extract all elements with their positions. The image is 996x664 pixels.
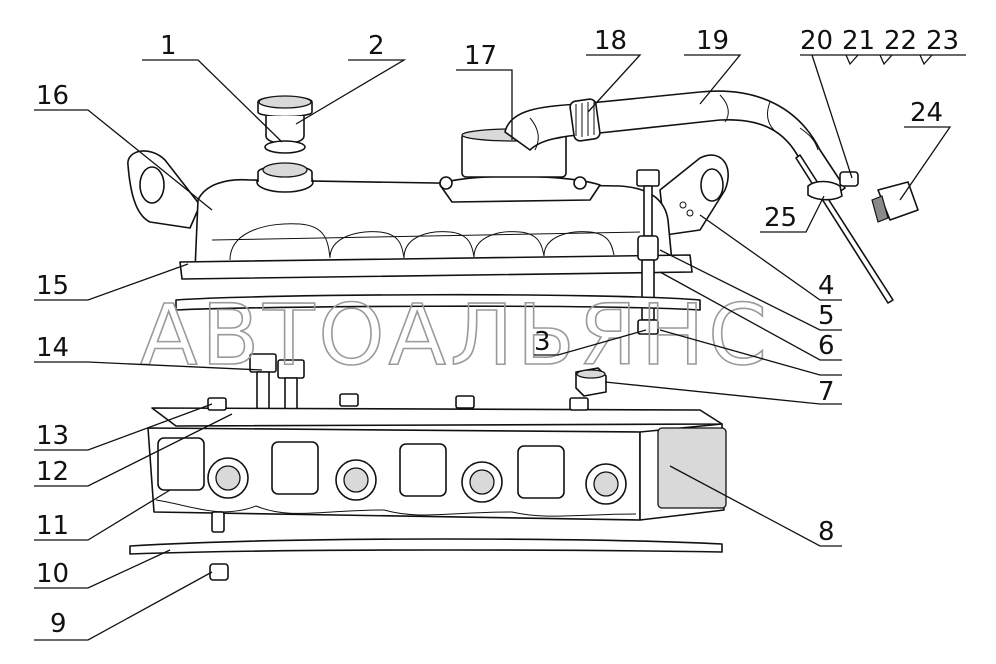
cylinder-head <box>147 393 727 533</box>
callout-25: 25 <box>764 203 797 233</box>
valve-cover <box>127 150 729 280</box>
callout-6: 6 <box>818 331 835 361</box>
seal-ring <box>264 140 306 154</box>
callout-12: 12 <box>36 457 69 487</box>
callout-22: 22 <box>884 26 917 56</box>
callout-4: 4 <box>818 271 835 301</box>
callout-9: 9 <box>50 609 67 639</box>
head-bolts <box>249 353 305 423</box>
callout-2: 2 <box>368 31 385 61</box>
callout-15: 15 <box>36 271 69 301</box>
cover-gasket <box>175 293 701 311</box>
callout-18: 18 <box>594 26 627 56</box>
hose-clamp <box>569 98 601 142</box>
cover-bolt-assembly <box>636 169 660 335</box>
callout-21: 21 <box>842 26 875 56</box>
dowel-pin <box>209 563 229 581</box>
callout-13: 13 <box>36 421 69 451</box>
callout-19: 19 <box>696 26 729 56</box>
callout-16: 16 <box>36 81 69 111</box>
callout-1: 1 <box>160 31 177 61</box>
callout-23: 23 <box>926 26 959 56</box>
callout-11: 11 <box>36 511 69 541</box>
callout-24: 24 <box>910 98 943 128</box>
callout-10: 10 <box>36 559 69 589</box>
callout-8: 8 <box>818 517 835 547</box>
head-gasket <box>129 538 723 555</box>
callout-7: 7 <box>818 377 835 407</box>
callout-5: 5 <box>818 301 835 331</box>
oil-filler-cap <box>257 95 313 145</box>
callout-labels: 1 2 3 4 5 6 7 8 9 10 11 12 13 14 15 16 1… <box>36 26 959 639</box>
callout-3: 3 <box>534 327 551 357</box>
nut <box>575 367 607 397</box>
callout-14: 14 <box>36 333 69 363</box>
watermark-text: АВТОАЛЬЯНС <box>140 286 771 384</box>
leader-lines <box>34 54 966 641</box>
sensor <box>871 181 919 223</box>
dipstick-tube <box>795 154 894 304</box>
callout-17: 17 <box>464 41 497 71</box>
callout-20: 20 <box>800 26 833 56</box>
